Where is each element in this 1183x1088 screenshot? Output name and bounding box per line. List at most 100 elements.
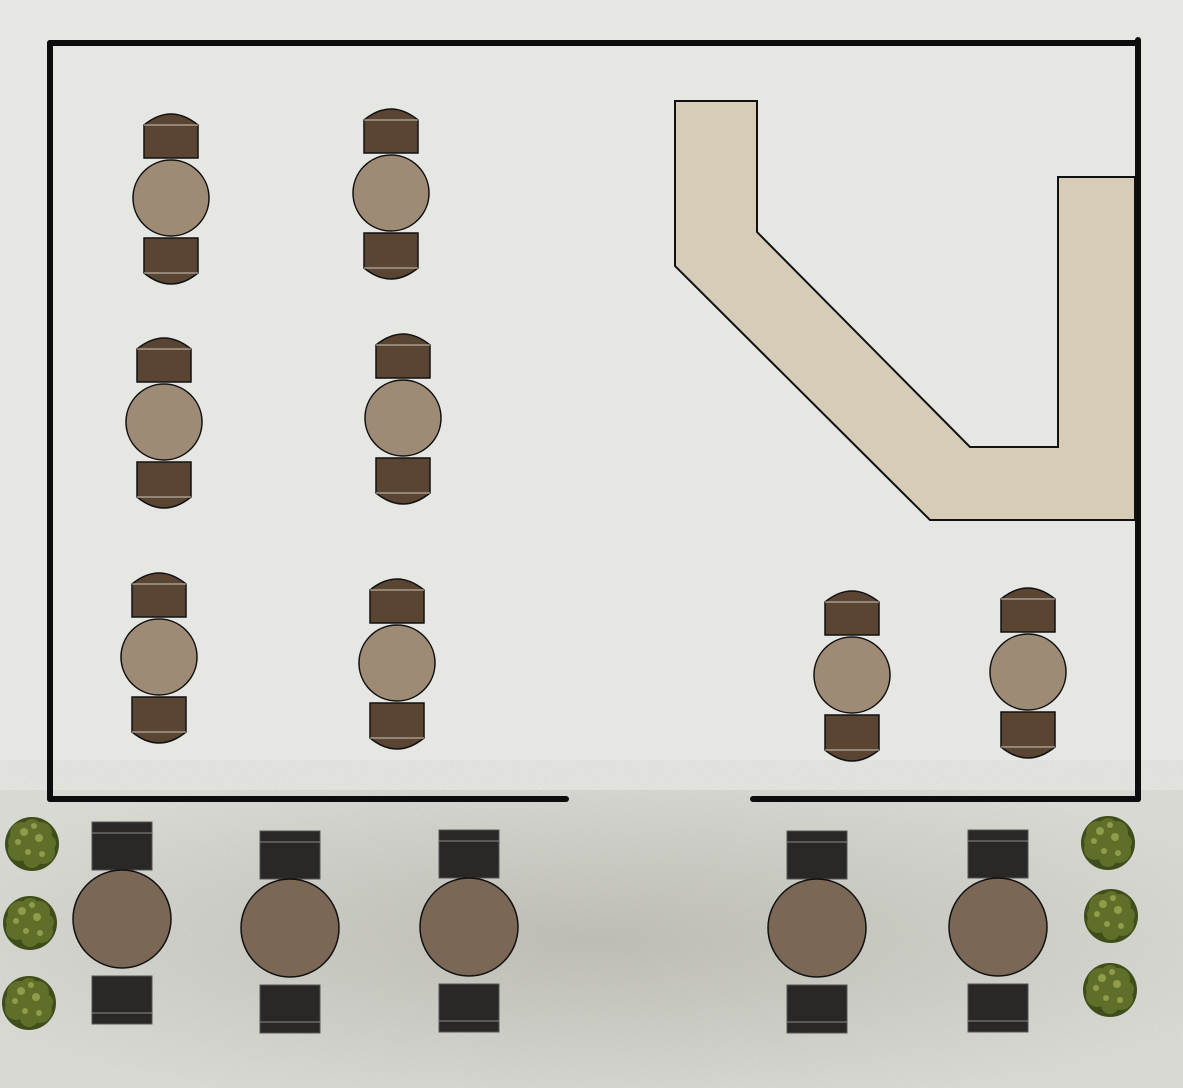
chair-icon <box>1000 587 1056 633</box>
shrub-icon <box>2 976 56 1030</box>
round-table-icon <box>352 154 430 232</box>
chair-icon <box>967 983 1029 1033</box>
chair-icon <box>369 702 425 750</box>
shrub-highlight <box>1094 911 1100 917</box>
round-table-icon <box>364 379 442 457</box>
chair-icon <box>824 714 880 762</box>
patio-table-set <box>240 830 340 1034</box>
shrub-icon <box>1083 963 1137 1017</box>
indoor-table-set <box>989 587 1067 759</box>
round-table-icon <box>813 636 891 714</box>
shrub-highlight <box>31 823 37 829</box>
chair-icon <box>786 984 848 1034</box>
shrub-highlight <box>1098 974 1106 982</box>
chair-icon <box>143 113 199 159</box>
round-table-icon <box>767 878 867 978</box>
shrub-highlight <box>1099 900 1107 908</box>
shrub-highlight <box>15 839 21 845</box>
shrub-highlight <box>1118 923 1124 929</box>
shrub-highlight <box>32 993 40 1001</box>
round-table-icon <box>125 383 203 461</box>
shrub-icon <box>1084 889 1138 943</box>
chair-icon <box>438 829 500 879</box>
round-table-icon <box>948 877 1048 977</box>
shrub-icon <box>1081 816 1135 870</box>
shrub-leaf <box>1116 834 1132 850</box>
shrubs <box>2 816 1138 1030</box>
round-table-icon <box>419 877 519 977</box>
round-table-icon <box>120 618 198 696</box>
shrub-leaf <box>37 994 53 1010</box>
chair-icon <box>91 975 153 1025</box>
shrub-highlight <box>1103 995 1109 1001</box>
shrub-highlight <box>1117 997 1123 1003</box>
shrub-highlight <box>1101 848 1107 854</box>
legend-hidden <box>0 0 1 1</box>
shrub-highlight <box>1109 969 1115 975</box>
chair-icon <box>143 237 199 285</box>
shrub-highlight <box>1096 827 1104 835</box>
round-table-icon <box>989 633 1067 711</box>
shrub-highlight <box>17 987 25 995</box>
round-table-icon <box>240 878 340 978</box>
shrub-leaf <box>40 835 56 851</box>
chair-icon <box>1000 711 1056 759</box>
indoor-seating <box>120 108 1067 762</box>
shrub-highlight <box>1115 850 1121 856</box>
shrub-highlight <box>36 1010 42 1016</box>
chair-icon <box>363 232 419 280</box>
chair-icon <box>131 572 187 618</box>
round-table-icon <box>358 624 436 702</box>
shrub-leaf <box>1119 907 1135 923</box>
shrub-highlight <box>23 928 29 934</box>
bar-counter <box>674 100 1136 521</box>
round-table-icon <box>72 869 172 969</box>
chair-icon <box>259 830 321 880</box>
chair-icon <box>136 337 192 383</box>
shrub-leaf <box>38 914 54 930</box>
patio-table-set <box>767 830 867 1034</box>
shrub-highlight <box>12 998 18 1004</box>
indoor-table-set <box>120 572 198 744</box>
patio-table-set <box>419 829 519 1033</box>
shrub-highlight <box>1114 906 1122 914</box>
shrub-highlight <box>22 1008 28 1014</box>
indoor-table-set <box>358 578 436 750</box>
shrub-highlight <box>18 907 26 915</box>
shrub-icon <box>5 817 59 871</box>
shrub-icon <box>3 896 57 950</box>
indoor-table-set <box>132 113 210 285</box>
chair-icon <box>824 590 880 636</box>
shrub-highlight <box>35 834 43 842</box>
chair-icon <box>131 696 187 744</box>
chair-icon <box>363 108 419 154</box>
building-walls <box>47 37 1141 802</box>
shrub-leaf <box>1118 981 1134 997</box>
indoor-table-set <box>352 108 430 280</box>
indoor-table-set <box>813 590 891 762</box>
shrub-highlight <box>1111 833 1119 841</box>
shrub-highlight <box>20 828 28 836</box>
chair-icon <box>136 461 192 509</box>
shrub-highlight <box>33 913 41 921</box>
chair-icon <box>375 333 431 379</box>
shrub-highlight <box>1093 985 1099 991</box>
patio-seating <box>72 821 1048 1034</box>
chair-icon <box>369 578 425 624</box>
round-table-icon <box>132 159 210 237</box>
shrub-highlight <box>1107 822 1113 828</box>
shrub-highlight <box>1110 895 1116 901</box>
shrub-highlight <box>29 902 35 908</box>
shrub-highlight <box>1104 921 1110 927</box>
shrub-highlight <box>1113 980 1121 988</box>
shrub-highlight <box>39 851 45 857</box>
chair-icon <box>259 984 321 1034</box>
chair-icon <box>91 821 153 871</box>
patio-table-set <box>948 829 1048 1033</box>
patio-table-set <box>72 821 172 1025</box>
chair-icon <box>786 830 848 880</box>
shrub-highlight <box>28 982 34 988</box>
indoor-table-set <box>125 337 203 509</box>
indoor-table-set <box>364 333 442 505</box>
